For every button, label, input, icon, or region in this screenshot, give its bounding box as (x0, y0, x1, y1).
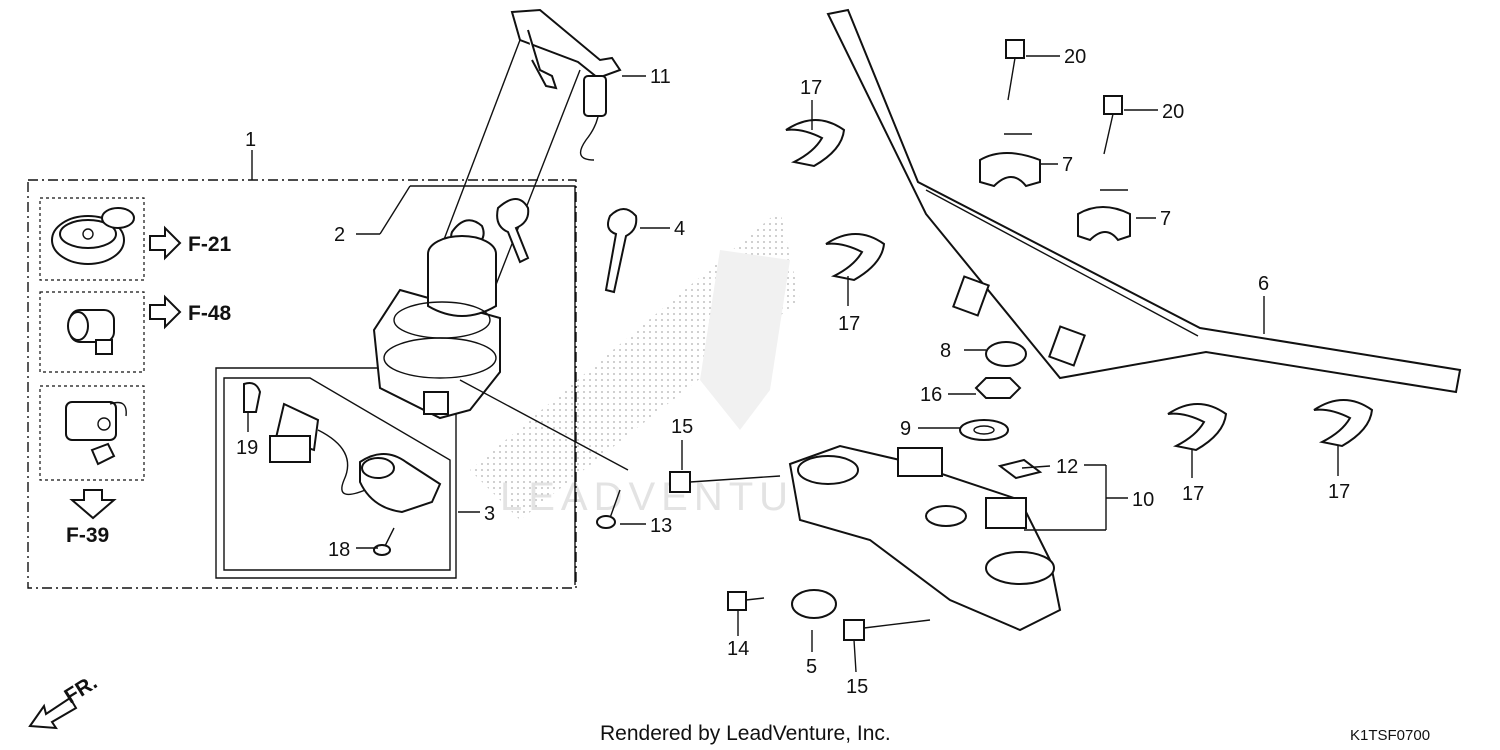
ref-box-helmet-holder (39, 385, 145, 481)
callout-17a: 17 (800, 77, 822, 99)
callout-7a: 7 (1062, 154, 1073, 176)
callout-17c: 17 (1182, 483, 1204, 505)
screw-18-icon (373, 527, 395, 556)
screw-13-icon (596, 489, 621, 529)
callout-18: 18 (328, 539, 350, 561)
assembly-3-box (215, 367, 457, 579)
callout-8: 8 (940, 340, 951, 362)
callout-7b: 7 (1160, 208, 1171, 230)
cap-icon (985, 341, 1027, 367)
callout-12: 12 (1056, 456, 1078, 478)
diagram-code: K1TSF0700 (1350, 727, 1430, 744)
footer-rendered-by: Rendered by LeadVenture, Inc. (600, 722, 891, 745)
callout-15a: 15 (671, 416, 693, 438)
arrow-right-f21-icon (149, 225, 182, 261)
assembly-1-box (27, 179, 577, 589)
plug-icon (243, 382, 262, 413)
callout-14: 14 (727, 638, 749, 660)
callout-11: 11 (650, 66, 671, 88)
bolt-14-icon (727, 591, 765, 611)
ref-f39: F-39 (66, 524, 109, 547)
top-bridge-icon (788, 444, 1062, 632)
ref-f48: F-48 (188, 302, 232, 325)
handlebar-clamp-icon (979, 152, 1131, 242)
bracket-icon (510, 8, 622, 161)
ref-f21: F-21 (188, 233, 232, 256)
collar-5-icon (791, 589, 837, 619)
fuel-cap-icon (51, 207, 135, 265)
arrow-right-f48-icon (149, 294, 182, 330)
callout-15b: 15 (846, 676, 868, 698)
wire-harness-icon (269, 402, 442, 514)
callout-13: 13 (650, 515, 672, 537)
bolt-15-bottom-icon (843, 619, 931, 641)
front-arrow-icon: FR. (28, 671, 101, 730)
handlebar-icon (826, 8, 1462, 394)
callout-3: 3 (484, 503, 495, 525)
callout-5: 5 (806, 656, 817, 678)
callout-20b: 20 (1162, 101, 1184, 123)
washer-icon (959, 419, 1009, 441)
callout-4: 4 (674, 218, 685, 240)
callout-1: 1 (245, 129, 256, 151)
bolt-15-top-icon (669, 471, 781, 493)
bolt-20-icon (1004, 39, 1128, 191)
ignition-switch-icon (372, 235, 501, 420)
callout-17d: 17 (1328, 481, 1350, 503)
ref-box-seat-lock (39, 291, 145, 373)
callout-9: 9 (900, 418, 911, 440)
assembly-3-inner-box (223, 377, 451, 571)
arrow-down-f39-icon (69, 489, 117, 520)
callout-16: 16 (920, 384, 942, 406)
callout-19: 19 (236, 437, 258, 459)
lock-cylinder-icon (67, 309, 115, 355)
ref-box-fuel-cap (39, 197, 145, 281)
helmet-holder-icon (65, 401, 127, 466)
callout-10: 10 (1132, 489, 1154, 511)
leader-lines (247, 55, 1339, 673)
cable-band-icon (785, 119, 1374, 452)
callout-20a: 20 (1064, 46, 1086, 68)
nut-icon (974, 377, 1022, 399)
callout-6: 6 (1258, 273, 1269, 295)
callout-17b: 17 (838, 313, 860, 335)
plate-12-icon (997, 458, 1043, 480)
callout-2: 2 (334, 224, 345, 246)
